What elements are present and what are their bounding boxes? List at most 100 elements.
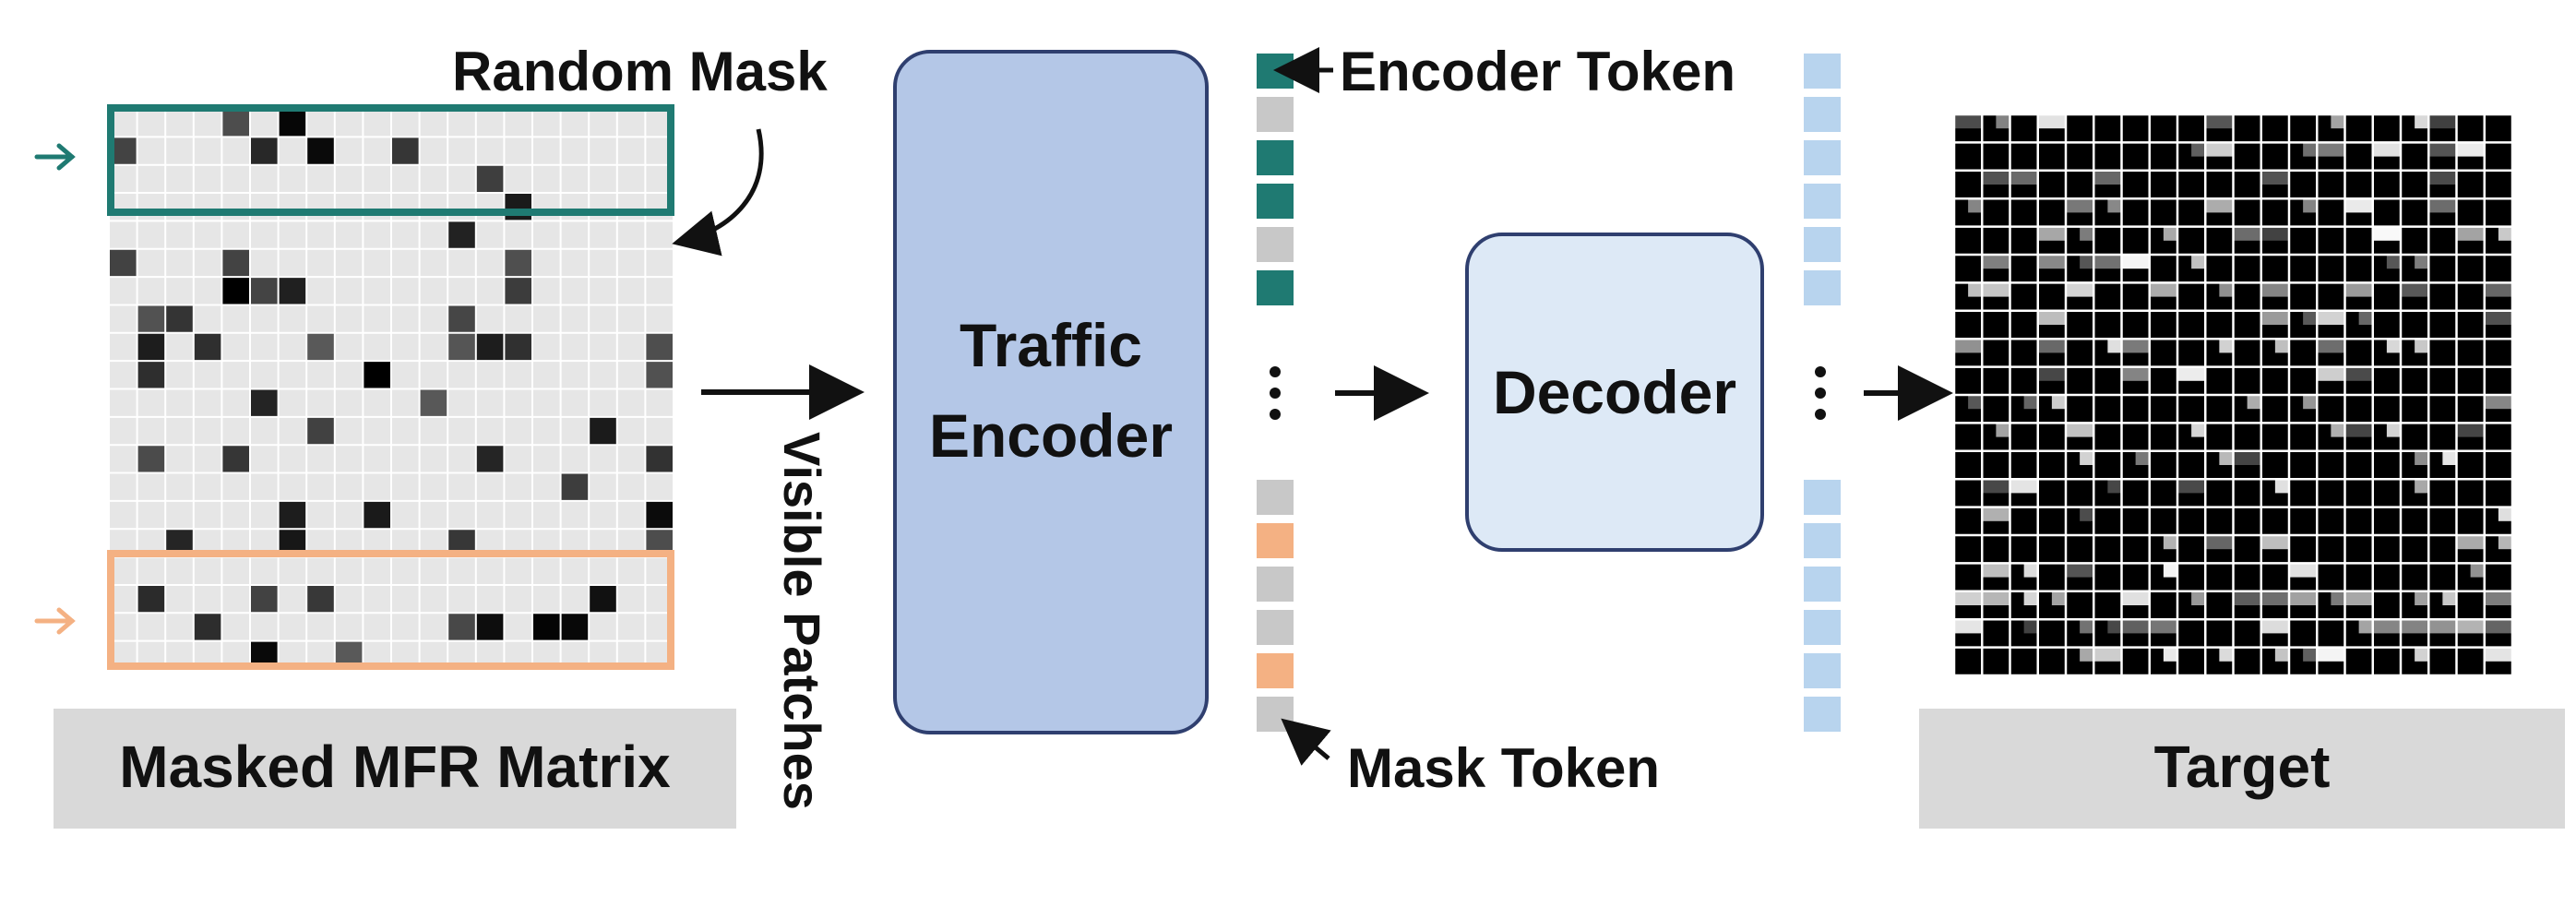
traffic-encoder-label-1: Traffic bbox=[960, 311, 1142, 379]
target-cell bbox=[1954, 114, 1983, 129]
target-cell bbox=[2386, 339, 2401, 353]
decoder-token-column bbox=[1804, 54, 1841, 732]
target-cell bbox=[2442, 591, 2457, 605]
target-cell bbox=[2023, 619, 2038, 634]
matrix-cell bbox=[193, 332, 222, 362]
target-cell bbox=[2442, 450, 2457, 465]
target-cell bbox=[2233, 226, 2261, 241]
target-cell bbox=[1996, 114, 2010, 129]
decoder-label: Decoder bbox=[1493, 358, 1736, 426]
matrix-gridlines bbox=[108, 108, 674, 670]
target-cell bbox=[2428, 170, 2457, 185]
matrix-cell bbox=[137, 304, 166, 333]
target-cell bbox=[2401, 619, 2429, 634]
target-cell bbox=[2023, 563, 2038, 578]
decoder-block bbox=[1465, 233, 1764, 552]
random-mask-arrow bbox=[672, 128, 764, 257]
target-cell bbox=[2037, 339, 2066, 353]
mask-token bbox=[1257, 97, 1294, 132]
target-cell bbox=[2372, 142, 2401, 157]
target-cell bbox=[2415, 647, 2429, 662]
target-cell bbox=[2456, 226, 2485, 241]
target-cell bbox=[2191, 591, 2206, 605]
target-cell bbox=[2289, 591, 2318, 605]
matrix-cell bbox=[363, 500, 391, 530]
matrix-cell bbox=[250, 137, 279, 165]
encoder-token bbox=[1257, 184, 1294, 219]
target-cell bbox=[2428, 142, 2457, 157]
target-cell bbox=[1982, 563, 2010, 578]
target-cell bbox=[1982, 591, 2010, 605]
target-cell bbox=[2066, 423, 2094, 437]
masked-mfr-caption-box bbox=[54, 709, 736, 829]
matrix-cell bbox=[221, 445, 250, 473]
matrix-cell bbox=[137, 445, 166, 473]
target-cell bbox=[1982, 255, 2010, 269]
encoder-token bbox=[1257, 140, 1294, 175]
target-cell bbox=[2121, 255, 2150, 269]
target-cell bbox=[2080, 450, 2094, 465]
target-cell bbox=[2498, 535, 2512, 550]
target-cell bbox=[2372, 619, 2401, 634]
masked-mfr-matrix bbox=[107, 104, 674, 670]
target-cell bbox=[2260, 619, 2289, 634]
target-cell bbox=[2498, 507, 2512, 521]
target-cell bbox=[2317, 339, 2345, 353]
target-cell bbox=[1996, 423, 2010, 437]
matrix-cell bbox=[363, 361, 391, 389]
traffic-encoder-label-2: Encoder bbox=[929, 401, 1173, 470]
target-cell bbox=[2484, 619, 2512, 634]
target-cell bbox=[1968, 198, 1983, 213]
target-cell bbox=[2415, 479, 2429, 494]
encoder-token-label: Encoder Token bbox=[1340, 41, 1735, 102]
matrix-cell bbox=[645, 500, 674, 530]
target-cell bbox=[2303, 647, 2318, 662]
target-cell bbox=[2260, 591, 2289, 605]
visible-patches-label: Visible Patches bbox=[773, 432, 831, 810]
random-mask-region-top bbox=[107, 104, 674, 216]
matrix-cell bbox=[278, 500, 307, 530]
target-cells bbox=[1954, 114, 2512, 662]
target-cell bbox=[2344, 282, 2373, 297]
matrix-cell bbox=[560, 472, 590, 501]
target-cell bbox=[2135, 450, 2150, 465]
target-cell bbox=[2260, 535, 2289, 550]
target-cell bbox=[2205, 535, 2234, 550]
random-mask-label: Random Mask bbox=[452, 41, 828, 102]
vertical-ellipsis-icon bbox=[1270, 366, 1281, 420]
decoder-output-token bbox=[1804, 140, 1841, 175]
matrix-cell bbox=[278, 277, 307, 305]
target-cell bbox=[2303, 198, 2318, 213]
matrix-cell bbox=[250, 584, 279, 614]
target-cell bbox=[2456, 535, 2485, 550]
decoder-output-token bbox=[1804, 697, 1841, 732]
decoder-output-token bbox=[1804, 270, 1841, 305]
right-arrow-icon bbox=[34, 143, 76, 171]
target-cell bbox=[2219, 339, 2234, 353]
target-cell bbox=[2023, 395, 2038, 410]
matrix-cell bbox=[250, 388, 279, 417]
matrix-cell bbox=[560, 613, 590, 641]
traffic-encoder-block bbox=[893, 50, 1209, 734]
target-cell bbox=[2484, 310, 2512, 325]
target-cell bbox=[2107, 198, 2122, 213]
decoder-output-token bbox=[1804, 567, 1841, 602]
matrix-cell bbox=[475, 164, 505, 194]
target-matrix bbox=[1952, 113, 2514, 677]
target-cell bbox=[2066, 282, 2094, 297]
target-cell bbox=[2415, 591, 2429, 605]
target-cell bbox=[2205, 198, 2234, 213]
target-cell bbox=[2331, 591, 2345, 605]
decoder-output-token bbox=[1804, 480, 1841, 515]
matrix-cell bbox=[165, 304, 194, 333]
matrix-cell bbox=[221, 248, 250, 278]
target-cell bbox=[1982, 282, 2010, 297]
target-cell bbox=[2401, 282, 2429, 297]
target-cell bbox=[2219, 647, 2234, 662]
target-cell bbox=[2107, 339, 2122, 353]
target-cell bbox=[2010, 479, 2038, 494]
matrix-cell bbox=[645, 445, 674, 473]
target-cell bbox=[2260, 226, 2289, 241]
decoder-output-token bbox=[1804, 610, 1841, 645]
